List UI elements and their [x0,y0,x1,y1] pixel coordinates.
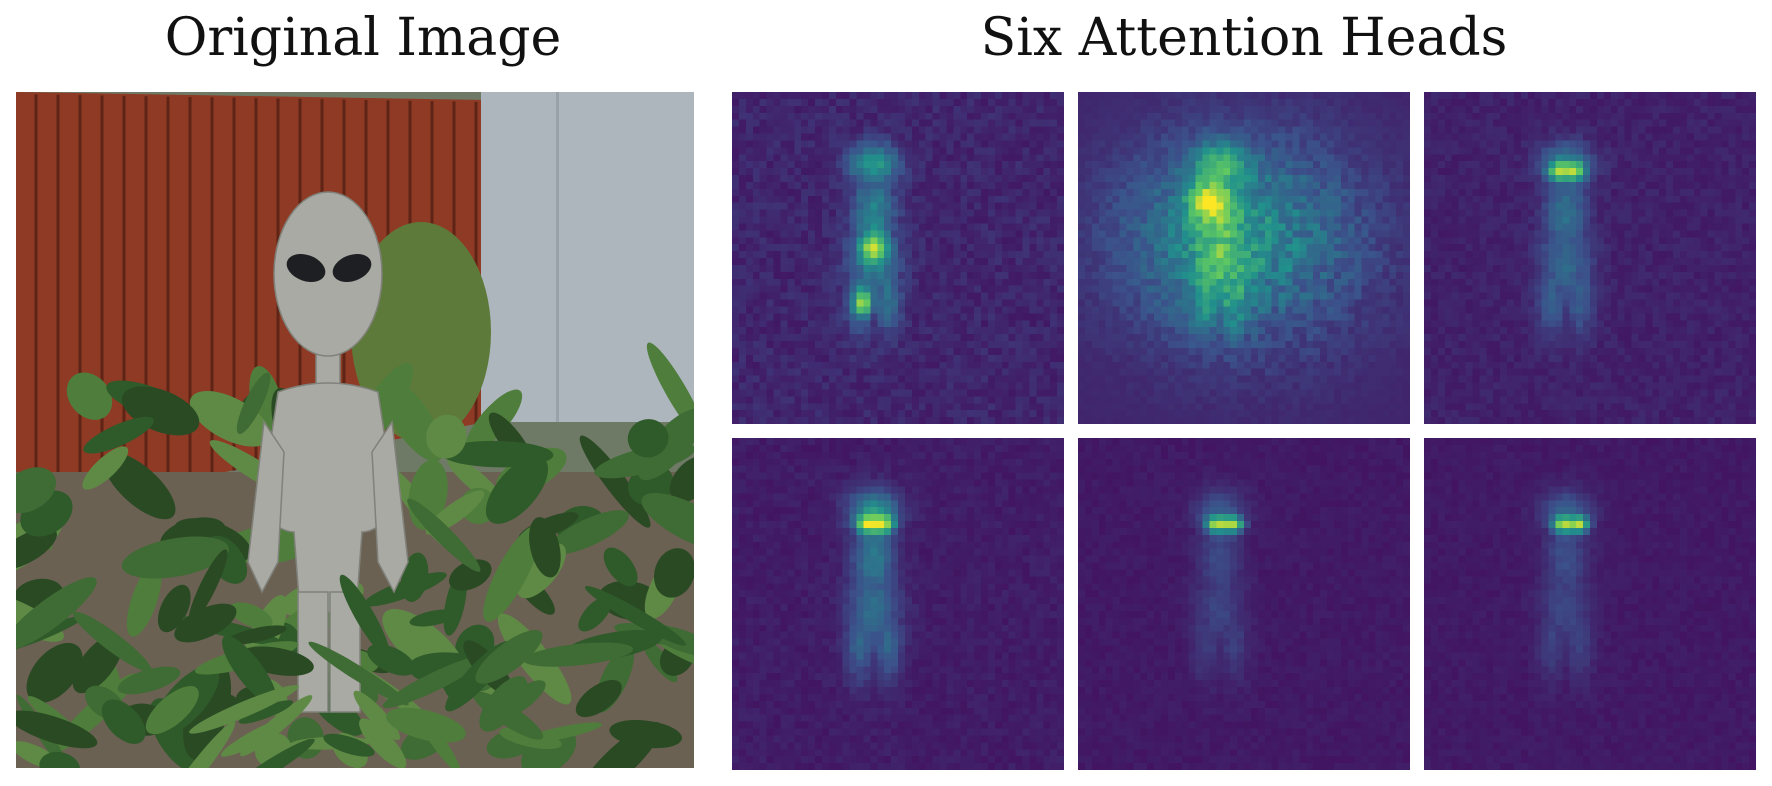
alien-left-eye [286,253,326,283]
original-image-title: Original Image [164,8,562,68]
front-leaves [16,574,694,768]
attention-head-6 [1424,438,1756,770]
attention-head-1 [732,92,1064,424]
attention-head-3 [1424,92,1756,424]
attention-head-5 [1078,438,1410,770]
attention-head-2 [1078,92,1410,424]
attention-head-4 [732,438,1064,770]
alien-statue [247,191,409,713]
attention-heads-title: Six Attention Heads [980,8,1508,68]
original-photo [16,92,694,768]
alien-right-eye [332,253,372,283]
